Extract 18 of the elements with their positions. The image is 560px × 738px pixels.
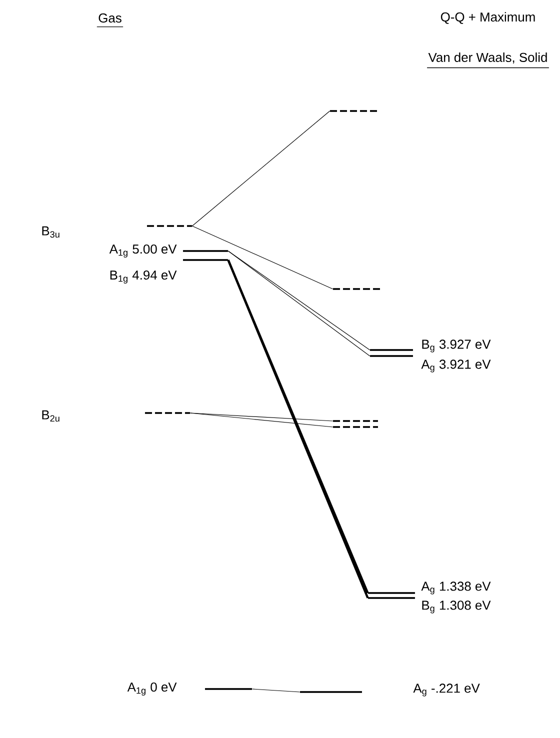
energy-level: B$_{3u}$: [42, 225, 192, 238]
energy-level: A$_{1g}$ 0 eV: [127, 682, 252, 696]
energy-level: A$_{g}$ 3.921 eV: [370, 355, 491, 372]
energy-level: B$_{1g}$ 4.94 eV: [110, 259, 228, 284]
correlation-line: [252, 688, 300, 692]
energy-level: A$_{g}$ 1.338 eV: [368, 582, 491, 594]
correlation-line: [192, 110, 330, 226]
correlation-line: [190, 412, 334, 422]
column-heading: Van der Waals, Solid: [426, 52, 550, 68]
energy-level: B$_{g}$ 3.927 eV: [370, 340, 491, 352]
column-heading: Gas: [96, 13, 124, 28]
energy-level: A$_{g}$ -.221 eV: [300, 684, 480, 696]
column-heading: Q-Q + Maximum: [440, 12, 535, 24]
correlation-line: [192, 226, 334, 290]
energy-level: B$_{g}$ 1.308 eV: [368, 597, 491, 614]
correlation-line: [190, 412, 334, 428]
energy-level: A$_{1g}$ 5.00 eV: [109, 244, 228, 258]
energy-level: B$_{2u}$: [42, 410, 190, 422]
